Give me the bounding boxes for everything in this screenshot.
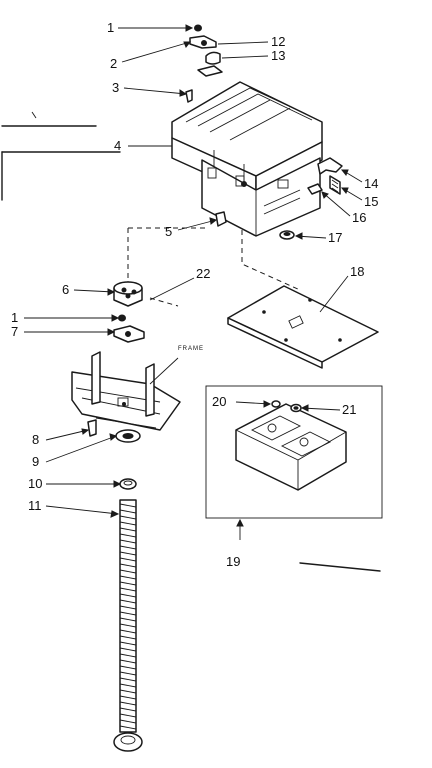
arrowheads — [81, 24, 349, 527]
part-label-20: 20 — [212, 394, 226, 409]
part-label-17: 17 — [328, 230, 342, 245]
thread-ridge — [119, 665, 137, 670]
clip-part — [215, 211, 227, 227]
thread-ridge — [119, 701, 137, 706]
inset-box — [205, 385, 383, 519]
base-plate — [227, 285, 379, 369]
part-label-2: 2 — [110, 56, 117, 71]
part-label-11: 11 — [28, 498, 42, 513]
thread-ridge — [119, 503, 137, 508]
part-label-21: 21 — [342, 402, 356, 417]
part-label-22: 22 — [196, 266, 210, 281]
thread-ridge — [119, 575, 137, 580]
part-label-1: 1 — [107, 20, 114, 35]
thread-ridge — [119, 707, 137, 712]
thread-ridge — [119, 689, 137, 694]
motor-housing — [171, 81, 323, 237]
part-label-1b: 1 — [11, 310, 18, 325]
part-label-3: 3 — [112, 80, 119, 95]
part-label-8: 8 — [32, 432, 39, 447]
thread-ridge — [119, 539, 137, 544]
thread-ridge — [119, 617, 137, 622]
thread-ridge — [119, 599, 137, 604]
part-label-4: 4 — [114, 138, 121, 153]
thread-ridge — [119, 683, 137, 688]
guide-line — [241, 230, 301, 291]
thread-ridge — [119, 659, 137, 664]
thread-ridge — [119, 551, 137, 556]
thread-ridge — [119, 533, 137, 538]
lower-fasteners — [87, 419, 141, 490]
part-label-10: 10 — [28, 476, 42, 491]
part-label-14: 14 — [364, 176, 378, 191]
part-label-13: 13 — [271, 48, 285, 63]
thread-ridge — [119, 629, 137, 634]
thread-ridge — [119, 695, 137, 700]
thread-ridge — [119, 563, 137, 568]
thread-ridge — [119, 725, 137, 730]
part-label-15: 15 — [364, 194, 378, 209]
part-label-12: 12 — [271, 34, 285, 49]
drive-knob — [113, 281, 143, 307]
guide-line — [149, 297, 179, 307]
top-fasteners — [185, 24, 223, 103]
thread-ridge — [119, 515, 137, 520]
part-label-6: 6 — [62, 282, 69, 297]
thread-ridge — [119, 569, 137, 574]
scan-mark — [299, 562, 381, 572]
thread-ridge — [119, 719, 137, 724]
frame-label: FRAME — [178, 346, 204, 352]
thread-ridge — [119, 605, 137, 610]
thread-ridge — [119, 671, 137, 676]
thread-ridge — [119, 677, 137, 682]
thread-ridge — [119, 611, 137, 616]
thread-ridge — [119, 545, 137, 550]
scan-mark — [31, 111, 37, 119]
thread-ridge — [119, 623, 137, 628]
part-label-5: 5 — [165, 224, 172, 239]
thread-ridge — [119, 653, 137, 658]
thread-ridge — [119, 509, 137, 514]
thread-ridge — [119, 641, 137, 646]
thread-ridge — [119, 521, 137, 526]
part-label-7: 7 — [11, 324, 18, 339]
nut-part — [118, 314, 126, 322]
part-label-16: 16 — [352, 210, 366, 225]
thread-ridge — [119, 527, 137, 532]
thread-ridge — [119, 635, 137, 640]
thread-ridge — [119, 593, 137, 598]
thread-ridge — [119, 713, 137, 718]
thread-ridge — [119, 581, 137, 586]
threaded-rod — [113, 499, 143, 752]
thread-ridge — [119, 557, 137, 562]
part-label-19: 19 — [226, 554, 240, 569]
part-label-9: 9 — [32, 454, 39, 469]
part-label-18: 18 — [350, 264, 364, 279]
side-parts — [279, 157, 343, 240]
thread-ridge — [119, 647, 137, 652]
frame-assembly — [71, 351, 181, 431]
thread-ridge — [119, 587, 137, 592]
